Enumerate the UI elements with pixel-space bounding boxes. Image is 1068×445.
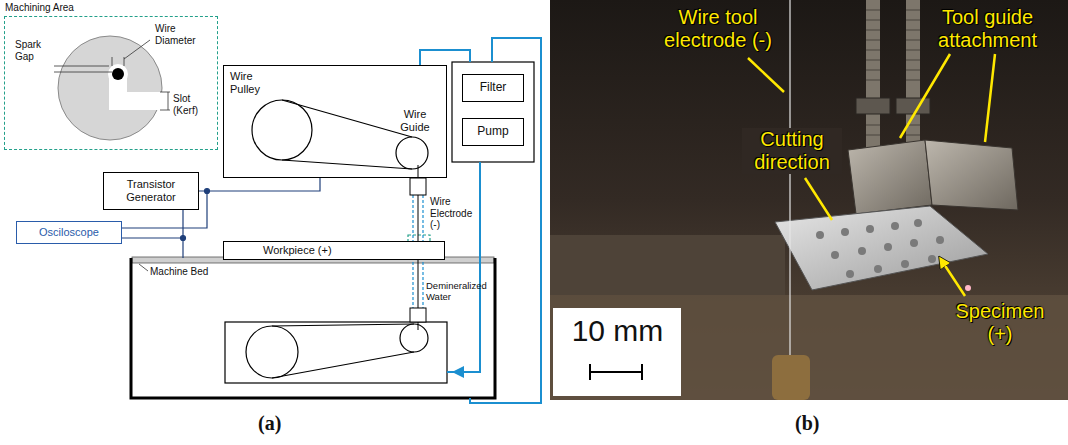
tool-guide-label: Tool guide attachment	[925, 6, 1050, 52]
box-text: Transistor Generator	[107, 178, 195, 203]
photo	[550, 0, 1068, 400]
tank	[139, 264, 148, 271]
photo	[901, 260, 909, 268]
generator-box: Transistor Generator	[103, 172, 199, 210]
workpiece-box: Workpiece (+)	[223, 241, 445, 260]
photo	[965, 285, 971, 291]
scale-bar-label: 10 mm	[560, 314, 675, 349]
signal-wires	[181, 236, 186, 241]
box-text: Workpiece (+)	[263, 244, 332, 257]
wire-pulley-figure	[396, 137, 428, 169]
wire-pulley-box: Wire PulleyWire Guide	[223, 65, 447, 178]
water-pipes	[442, 38, 541, 403]
filter-box: Filter	[462, 74, 524, 102]
text-holder: Osciloscope	[36, 225, 102, 240]
kerf-label: Slot (Kerf)	[173, 93, 215, 116]
photo	[866, 225, 874, 233]
wire-pulley-figure	[225, 322, 447, 383]
signal-wire	[199, 178, 320, 191]
wire-pulley-figure	[252, 100, 312, 160]
pump-housing	[452, 62, 534, 162]
photo	[858, 247, 866, 255]
machining-inset-figure	[108, 64, 128, 84]
photo	[910, 239, 918, 247]
photo	[553, 308, 681, 396]
photo	[789, 0, 790, 400]
pump-housing	[452, 62, 534, 162]
machining-inset-figure	[109, 92, 163, 110]
photo	[848, 140, 932, 214]
tank	[131, 258, 495, 398]
photo	[550, 0, 1068, 400]
photo	[841, 228, 849, 236]
photo	[914, 219, 922, 227]
wire-guide-label: Wire Guide	[392, 108, 438, 133]
spark-gap-label: Spark Gap	[15, 39, 53, 62]
wire-electrode	[410, 178, 426, 195]
electrode-label: Wire Electrode (-)	[430, 196, 482, 231]
water-label: Demineralized Water	[426, 281, 492, 303]
text-holder: Workpiece (+)	[260, 243, 335, 258]
wire-tool-label: Wire tool electrode (-)	[650, 6, 786, 52]
photo	[925, 140, 1018, 210]
inset-title: Machining Area	[5, 2, 135, 14]
photo	[856, 98, 890, 114]
photo	[866, 0, 880, 150]
wire-pulley-figure	[282, 100, 412, 169]
specimen-label: Specimen (+)	[950, 300, 1050, 346]
wire-pulley-figure	[400, 324, 428, 352]
wire-pulley-figure	[272, 324, 414, 378]
wire-pulley-label: Wire Pulley	[230, 70, 272, 95]
machining-inset-figure	[54, 36, 430, 249]
photo	[831, 251, 839, 259]
box-text: Filter	[480, 81, 507, 95]
oscilloscope-box: Osciloscope	[16, 221, 122, 244]
water-pipes	[447, 162, 480, 372]
text-holder: Filter	[477, 80, 510, 96]
text-holder: Pump	[474, 124, 511, 140]
photo	[891, 222, 899, 230]
photo	[816, 231, 824, 239]
photo	[772, 355, 810, 400]
tank	[131, 257, 495, 398]
photo	[590, 364, 642, 380]
machining-area-inset: Machining AreaSpark GapWire DiameterSlot…	[4, 16, 218, 150]
photo	[884, 243, 892, 251]
panel-label: (a)	[258, 412, 298, 435]
wire-pulley-figure	[246, 326, 298, 378]
photo	[906, 0, 920, 150]
photo	[928, 255, 936, 263]
photo	[936, 236, 944, 244]
photo	[846, 270, 854, 278]
photo	[816, 219, 944, 278]
pump-box: Pump	[462, 118, 524, 146]
water-pipes	[413, 38, 541, 403]
box-text: Osciloscope	[39, 226, 99, 239]
photo	[550, 295, 1068, 400]
wire-diameter-label: Wire Diameter	[155, 23, 207, 46]
signal-wires	[122, 237, 183, 238]
photo	[874, 265, 882, 273]
machining-inset-figure	[58, 36, 162, 140]
machining-inset-figure	[54, 40, 170, 110]
box-text: Pump	[477, 125, 508, 139]
water-pipes	[420, 50, 470, 65]
cutting-direction-label: Cutting direction	[742, 128, 842, 174]
panel-label: (b)	[795, 412, 835, 435]
photo	[748, 54, 995, 296]
machine-bed-label: Machine Bed	[150, 266, 230, 278]
photo	[896, 98, 930, 114]
machining-inset-figure	[112, 68, 124, 80]
photo	[550, 235, 785, 295]
text-holder: Transistor Generator	[104, 177, 198, 204]
signal-wires	[182, 210, 183, 258]
wire-electrode	[410, 308, 426, 322]
photo	[775, 206, 988, 290]
